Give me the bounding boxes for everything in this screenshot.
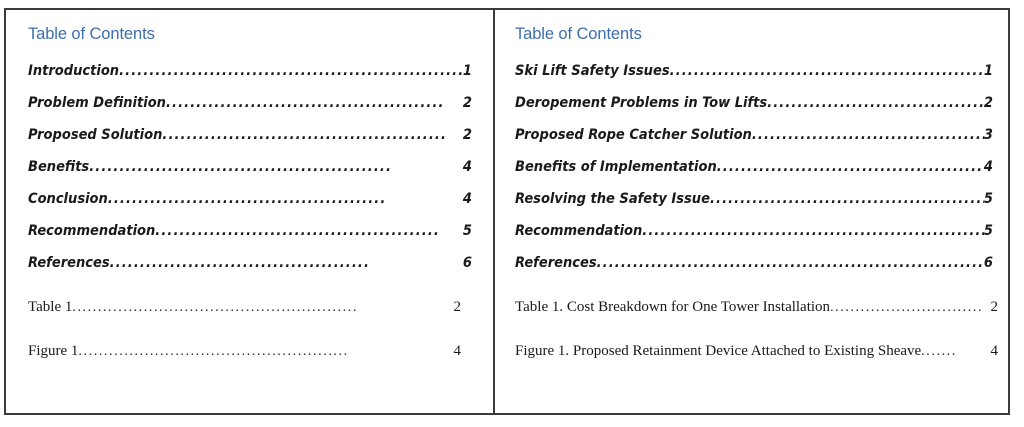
toc-list-captions-left: Table 1 ................................… xyxy=(28,285,473,373)
toc-entry[interactable]: References .............................… xyxy=(515,247,998,279)
toc-page-number: 4 xyxy=(462,191,472,207)
toc-page-number: 2 xyxy=(990,299,999,315)
toc-entry-label: Figure 1 xyxy=(28,343,79,359)
toc-entry-label: Conclusion xyxy=(28,191,108,207)
toc-entry[interactable]: Proposed Solution ......................… xyxy=(28,119,473,151)
toc-dot-leader: ........................................… xyxy=(709,191,984,207)
toc-entry[interactable]: Table 1 ................................… xyxy=(28,285,473,329)
toc-dot-leader: ........................................… xyxy=(109,255,371,271)
toc-page-number: 2 xyxy=(453,299,462,315)
toc-dot-leader: ....... xyxy=(921,344,957,359)
toc-entry-label: Resolving the Safety Issue xyxy=(515,191,710,207)
toc-dot-leader: ........................................… xyxy=(642,223,984,239)
toc-entry-label: Benefits xyxy=(28,159,90,175)
toc-comparison-table: Table of Contents Introduction .........… xyxy=(4,8,1010,415)
toc-dot-leader: ........................................… xyxy=(78,344,349,359)
toc-dot-leader: ........................................… xyxy=(89,159,393,175)
toc-page-number: 5 xyxy=(983,191,993,207)
toc-entry[interactable]: Benefits of Implementation .............… xyxy=(515,151,998,183)
toc-panel-right: Table of Contents Ski Lift Safety Issues… xyxy=(495,10,1008,413)
toc-dot-leader: ........................................… xyxy=(596,255,984,271)
toc-entry-label: Recommendation xyxy=(28,223,156,239)
toc-entry-label: Proposed Solution xyxy=(28,127,163,143)
toc-page-number: 4 xyxy=(453,343,462,359)
toc-dot-leader: ........................................… xyxy=(107,191,387,207)
toc-entry[interactable]: References .............................… xyxy=(28,247,473,279)
toc-page-number: 1 xyxy=(983,63,993,79)
toc-entry[interactable]: Introduction ...........................… xyxy=(28,55,473,87)
toc-dot-leader: ........................................… xyxy=(751,127,984,143)
toc-entry-label: Deropement Problems in Tow Lifts xyxy=(515,95,768,111)
toc-entry[interactable]: Table 1. Cost Breakdown for One Tower In… xyxy=(515,285,998,329)
toc-page-number: 4 xyxy=(462,159,472,175)
page-title: Table of Contents xyxy=(28,25,155,43)
toc-entry[interactable]: Conclusion .............................… xyxy=(28,183,473,215)
toc-entry-label: Benefits of Implementation xyxy=(515,159,717,175)
toc-page-number: 1 xyxy=(462,63,472,79)
toc-entry-label: Ski Lift Safety Issues xyxy=(515,63,670,79)
toc-entry[interactable]: Recommendation .........................… xyxy=(28,215,473,247)
toc-entry[interactable]: Proposed Rope Catcher Solution .........… xyxy=(515,119,998,151)
toc-entry-label: References xyxy=(28,255,110,271)
toc-entry-label: Proposed Rope Catcher Solution xyxy=(515,127,752,143)
toc-dot-leader: ........................................… xyxy=(155,223,440,239)
toc-page-number: 2 xyxy=(462,95,472,111)
page-title: Table of Contents xyxy=(515,25,642,43)
toc-entry[interactable]: Figure 1 ...............................… xyxy=(28,329,473,373)
toc-page-number: 3 xyxy=(983,127,993,143)
toc-page-number: 6 xyxy=(983,255,993,271)
toc-page-number: 5 xyxy=(462,223,472,239)
toc-page-number: 2 xyxy=(462,127,472,143)
toc-entry-label: Recommendation xyxy=(515,223,643,239)
toc-page-number: 6 xyxy=(462,255,472,271)
toc-dot-leader: ........................................… xyxy=(162,127,448,143)
toc-dot-leader: ........................................… xyxy=(165,95,445,111)
toc-dot-leader: .............................. xyxy=(830,300,984,315)
toc-page-number: 2 xyxy=(983,95,993,111)
toc-entry[interactable]: Deropement Problems in Tow Lifts .......… xyxy=(515,87,998,119)
toc-entry-label: Introduction xyxy=(28,63,120,79)
toc-entry[interactable]: Benefits ...............................… xyxy=(28,151,473,183)
toc-panel-left: Table of Contents Introduction .........… xyxy=(6,10,495,413)
toc-entry-label: Table 1 xyxy=(28,299,73,315)
toc-dot-leader: ........................................… xyxy=(716,159,984,175)
toc-entry-label: Table 1. Cost Breakdown for One Tower In… xyxy=(515,299,831,315)
toc-entry[interactable]: Figure 1. Proposed Retainment Device Att… xyxy=(515,329,998,373)
toc-list-headings-right: Ski Lift Safety Issues .................… xyxy=(515,55,998,279)
toc-page-number: 5 xyxy=(983,223,993,239)
toc-entry-label: Figure 1. Proposed Retainment Device Att… xyxy=(515,343,922,359)
toc-entry-label: References xyxy=(515,255,597,271)
toc-dot-leader: ........................................… xyxy=(72,300,358,315)
toc-list-headings-left: Introduction ...........................… xyxy=(28,55,473,279)
toc-entry[interactable]: Resolving the Safety Issue .............… xyxy=(515,183,998,215)
toc-dot-leader: ........................................… xyxy=(669,63,984,79)
toc-dot-leader: ........................................… xyxy=(119,63,463,79)
toc-entry[interactable]: Problem Definition .....................… xyxy=(28,87,473,119)
toc-entry[interactable]: Recommendation .........................… xyxy=(515,215,998,247)
toc-page-number: 4 xyxy=(983,159,993,175)
toc-page-number: 4 xyxy=(990,343,999,359)
toc-entry[interactable]: Ski Lift Safety Issues .................… xyxy=(515,55,998,87)
toc-entry-label: Problem Definition xyxy=(28,95,166,111)
toc-list-captions-right: Table 1. Cost Breakdown for One Tower In… xyxy=(515,285,998,373)
toc-dot-leader: ........................................… xyxy=(767,95,984,111)
